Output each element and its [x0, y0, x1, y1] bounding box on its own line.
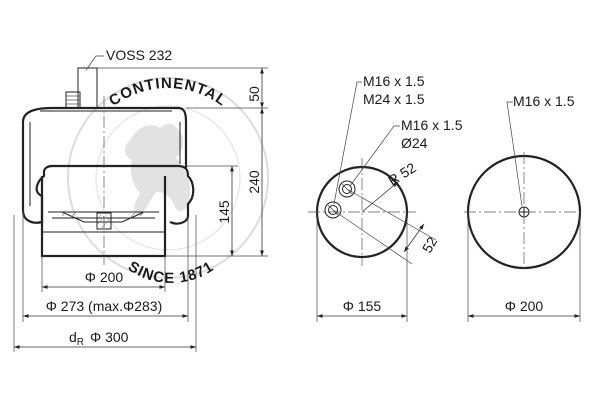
stud-thread-label-1: M16 x 1.5	[363, 73, 425, 89]
dim-piston-dia-label: Φ 200	[85, 269, 124, 285]
air-fitting-body	[77, 67, 98, 109]
dim-bottom-dia-label: Φ 200	[505, 298, 544, 314]
bottom-thread-leader	[506, 101, 523, 207]
dim-offset-label: 52	[419, 234, 441, 256]
fitting-leader	[85, 55, 104, 71]
piston	[40, 176, 167, 258]
fitting-thread-label-2: Ø24	[401, 135, 428, 151]
fitting-thread-label-1: M16 x 1.5	[401, 117, 463, 133]
bottom-view: M16 x 1.5 Φ 200	[464, 93, 584, 322]
fitting-label: VOSS 232	[106, 47, 172, 63]
dim-max-dia-label: Φ 273 (max.Φ283)	[46, 298, 163, 314]
fitting-leader-top	[349, 125, 400, 187]
side-view: VOSS 232 50 240 145 Φ 200 Φ 273 (max.Φ28…	[13, 47, 268, 352]
dim-50-label: 50	[246, 86, 262, 102]
center-thread-hole	[518, 206, 530, 218]
top-view: R 52 52 M16 x 1.5 M24 x 1.5 M16 x 1.5 Ø2…	[308, 73, 463, 322]
bottom-thread-label: M16 x 1.5	[513, 93, 575, 109]
stud-thread-label-2: M24 x 1.5	[363, 91, 425, 107]
watermark-text-bottom: SINCE 1871	[125, 258, 217, 287]
stud-leader	[333, 81, 362, 205]
top-bead-plate	[21, 106, 188, 123]
dim-240-label: 240	[246, 170, 262, 194]
fitting-hole	[338, 180, 356, 198]
stud-hole	[324, 201, 342, 219]
dim-plate-dia-label: Φ 155	[343, 298, 382, 314]
rearing-horse-emblem	[124, 123, 191, 216]
dim-radius-label: R 52	[385, 159, 419, 188]
dim-145-label: 145	[216, 200, 232, 224]
dim-radius-line	[361, 181, 399, 213]
watermark-text-top: CONTINENTAL	[106, 75, 230, 110]
